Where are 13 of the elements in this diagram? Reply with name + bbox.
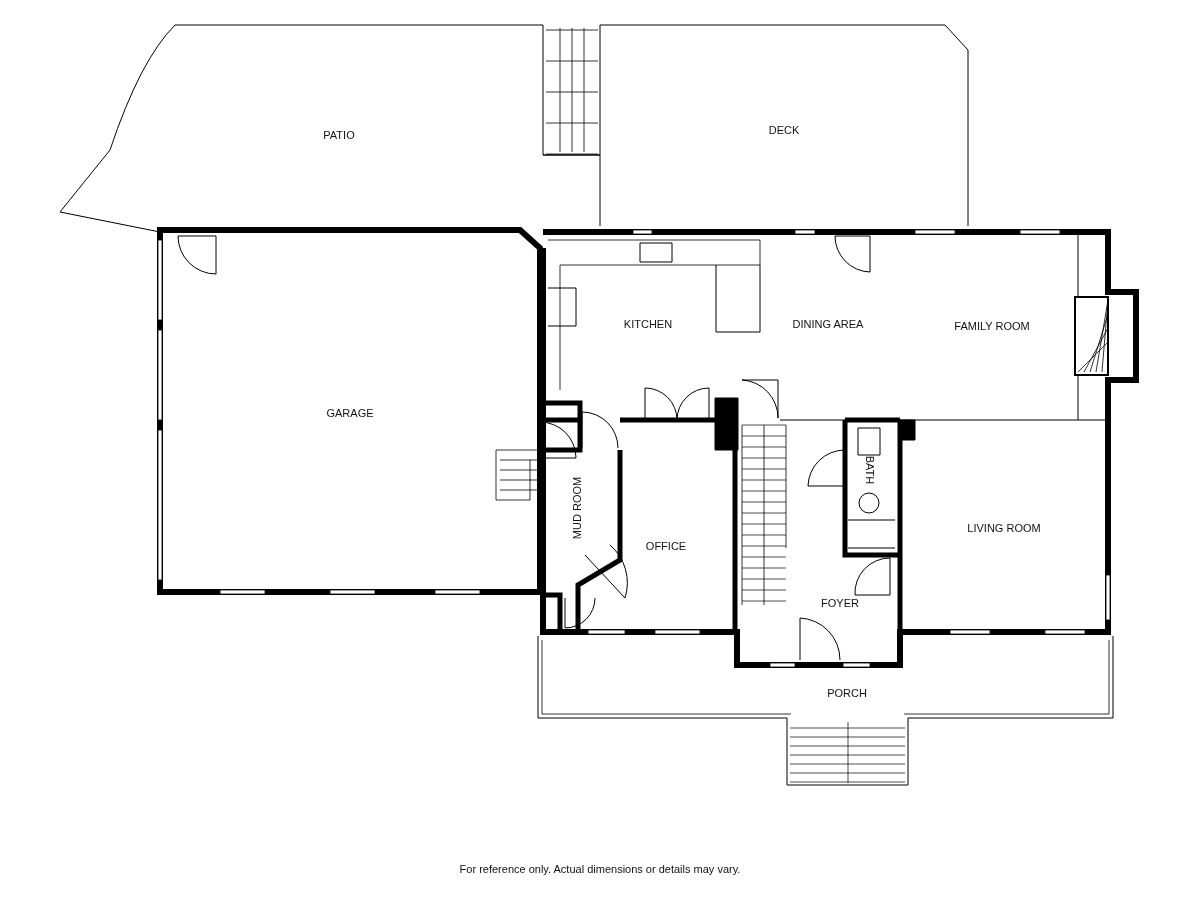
living-room-label: LIVING ROOM: [967, 522, 1041, 534]
mud-room-label: MUD ROOM: [571, 476, 583, 540]
family-room-label: FAMILY ROOM: [954, 320, 1030, 332]
garage-label: GARAGE: [326, 407, 374, 419]
office-label: OFFICE: [645, 540, 687, 552]
foyer-label: FOYER: [821, 597, 859, 609]
porch-label: PORCH: [827, 687, 867, 699]
deck-label: DECK: [768, 124, 800, 136]
bath-label: BATH: [863, 455, 875, 485]
patio-label: PATIO: [323, 129, 355, 141]
caption: For reference only. Actual dimensions or details may vary.: [459, 863, 741, 875]
kitchen-label: KITCHEN: [623, 318, 673, 330]
dining-area-label: DINING AREA: [792, 318, 864, 330]
